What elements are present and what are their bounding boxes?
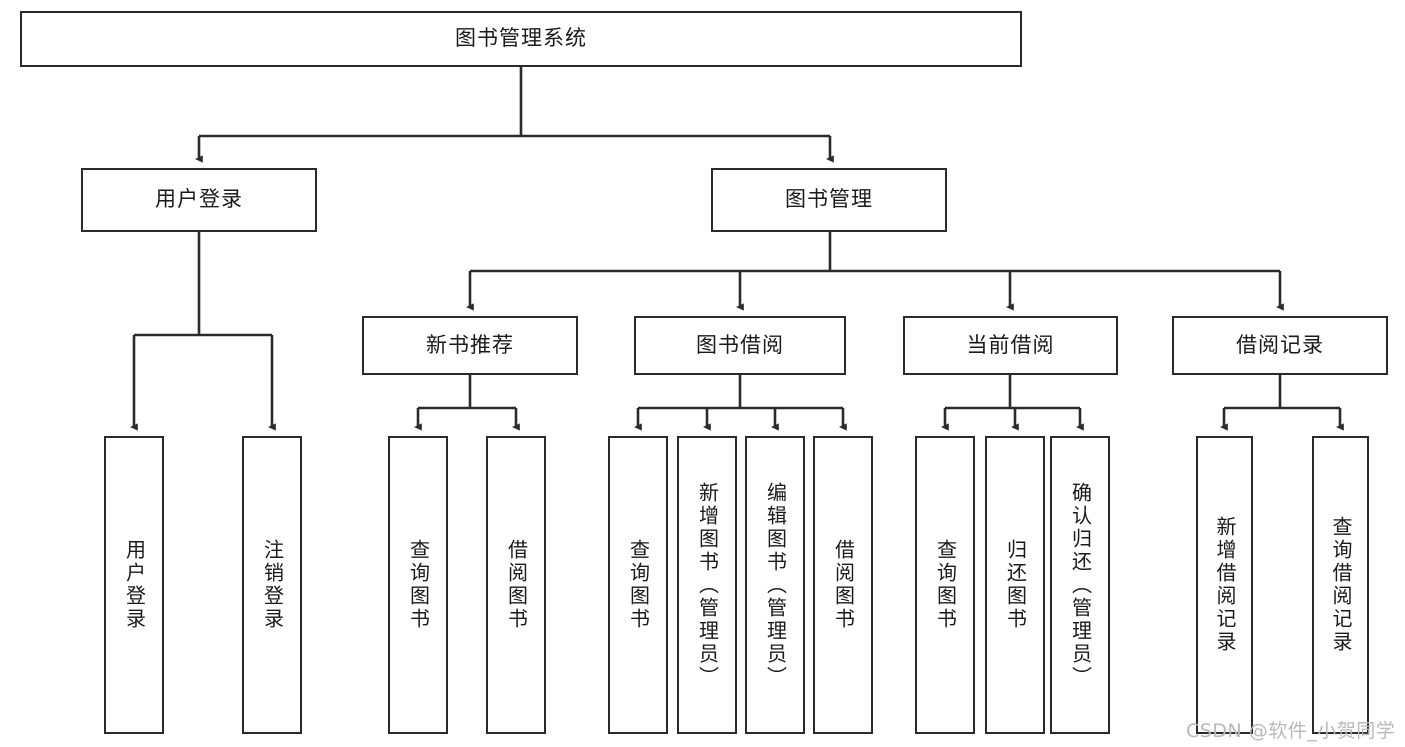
node-new-book-recommend[interactable]: 新书推荐 [362, 316, 578, 375]
node-leaf-edit-book-admin[interactable]: 编辑图书（管理员） [745, 436, 805, 734]
node-leaf-borrow-book-label: 借阅图书 [831, 539, 856, 631]
node-borrow-record[interactable]: 借阅记录 [1172, 316, 1388, 375]
node-leaf-query-book-current[interactable]: 查询图书 [915, 436, 975, 734]
node-user-login[interactable]: 用户登录 [81, 168, 317, 232]
node-leaf-query-book-new[interactable]: 查询图书 [388, 436, 448, 734]
node-leaf-add-book-admin[interactable]: 新增图书（管理员） [677, 436, 737, 734]
node-leaf-add-borrow-record[interactable]: 新增借阅记录 [1196, 436, 1253, 734]
node-leaf-query-borrow-record[interactable]: 查询借阅记录 [1312, 436, 1369, 734]
node-leaf-return-book-label: 归还图书 [1003, 539, 1028, 631]
node-leaf-confirm-return-admin[interactable]: 确认归还（管理员） [1050, 436, 1110, 734]
node-leaf-query-book-new-label: 查询图书 [406, 539, 431, 631]
node-leaf-logout-login[interactable]: 注销登录 [242, 436, 302, 734]
node-new-book-recommend-label: 新书推荐 [426, 332, 514, 357]
node-leaf-query-book-borrow-label: 查询图书 [626, 539, 651, 631]
node-leaf-logout-login-label: 注销登录 [260, 539, 285, 631]
node-root-label: 图书管理系统 [455, 26, 587, 51]
node-leaf-borrow-book-new-label: 借阅图书 [504, 539, 529, 631]
node-current-borrow[interactable]: 当前借阅 [903, 316, 1118, 375]
node-current-borrow-label: 当前借阅 [966, 332, 1055, 357]
node-leaf-edit-book-admin-label: 编辑图书（管理员） [763, 481, 788, 689]
node-leaf-query-borrow-record-label: 查询借阅记录 [1329, 516, 1353, 654]
watermark: CSDN @软件_小贺同学 [1186, 720, 1396, 742]
node-borrow-record-label: 借阅记录 [1236, 332, 1324, 357]
node-root[interactable]: 图书管理系统 [20, 11, 1022, 67]
node-leaf-borrow-book[interactable]: 借阅图书 [813, 436, 873, 734]
node-leaf-user-login-label: 用户登录 [122, 539, 147, 631]
node-book-borrow[interactable]: 图书借阅 [634, 316, 846, 375]
node-leaf-confirm-return-admin-label: 确认归还（管理员） [1068, 481, 1093, 689]
node-book-management-label: 图书管理 [785, 187, 873, 212]
node-leaf-query-book-current-label: 查询图书 [933, 539, 958, 631]
node-leaf-add-borrow-record-label: 新增借阅记录 [1213, 516, 1237, 654]
node-leaf-add-book-admin-label: 新增图书（管理员） [695, 481, 720, 689]
node-leaf-borrow-book-new[interactable]: 借阅图书 [486, 436, 546, 734]
node-book-management[interactable]: 图书管理 [711, 168, 947, 232]
node-leaf-return-book[interactable]: 归还图书 [985, 436, 1045, 734]
node-leaf-user-login[interactable]: 用户登录 [104, 436, 164, 734]
node-book-borrow-label: 图书借阅 [696, 332, 784, 357]
node-leaf-query-book-borrow[interactable]: 查询图书 [608, 436, 668, 734]
node-user-login-label: 用户登录 [155, 187, 243, 212]
